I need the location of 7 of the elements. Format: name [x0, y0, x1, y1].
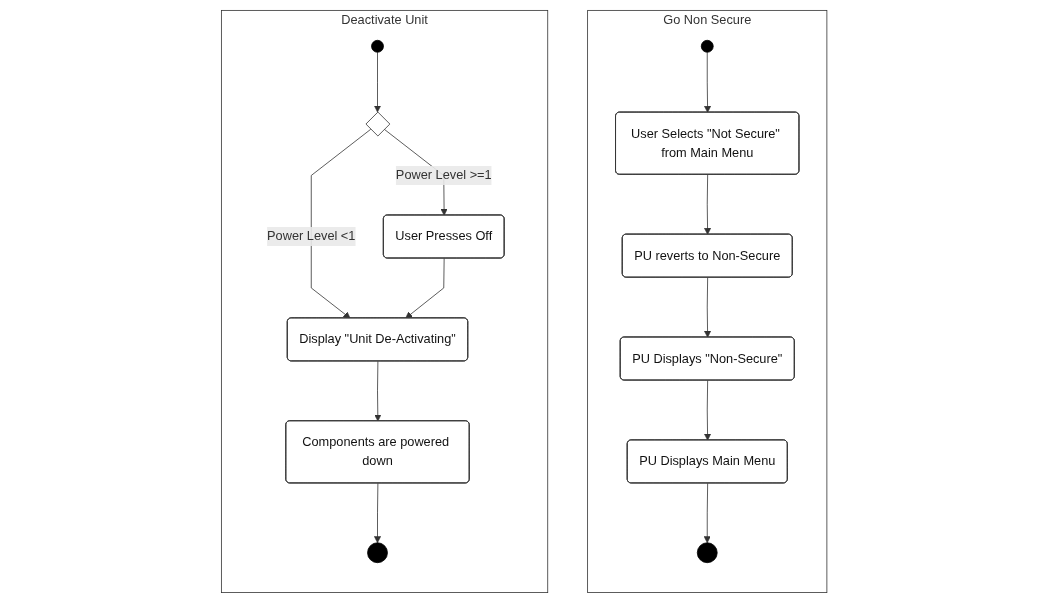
- node-circle: [367, 542, 389, 564]
- node-circle: [701, 39, 714, 53]
- node-circle: [697, 542, 718, 564]
- node-diamond: [365, 111, 391, 137]
- edge-label: Power Level <1: [267, 229, 356, 243]
- node-circle: [371, 39, 385, 53]
- edge-label: Power Level >=1: [396, 168, 492, 182]
